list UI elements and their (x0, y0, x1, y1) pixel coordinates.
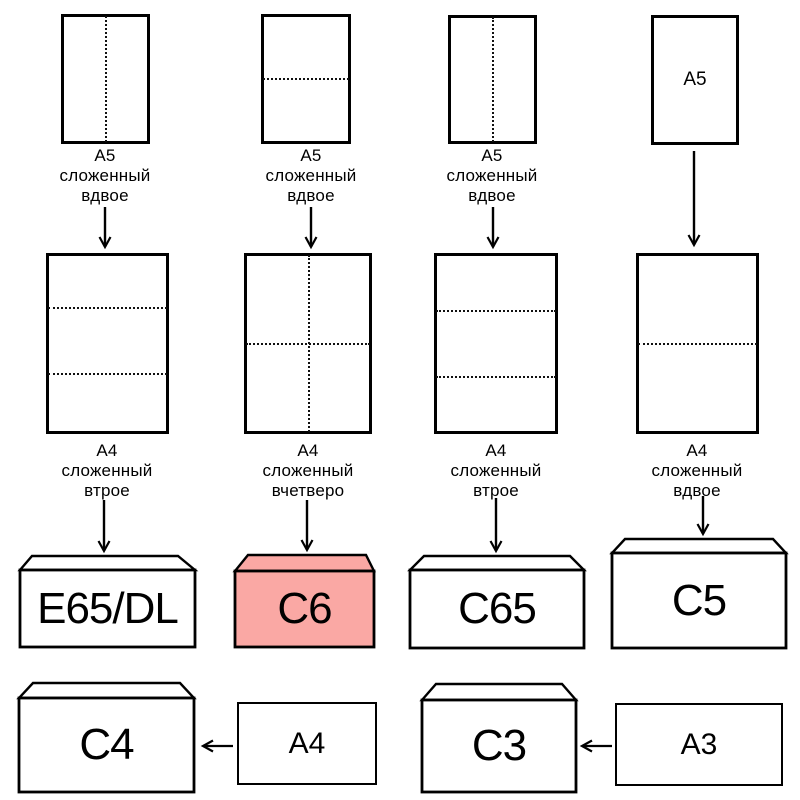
envelope-c6 (232, 553, 376, 649)
envelope-c4-flap (16, 681, 197, 700)
caption-line: вдвое (468, 186, 516, 205)
envelope-e65dl-body (18, 568, 197, 649)
caption-line: сложенный (262, 461, 354, 480)
caption-line: А5 (94, 146, 116, 165)
envelope-c5-label: C5 (671, 575, 727, 625)
caption-line: А4 (485, 441, 507, 460)
envelope-e65dl-label: E65/DL (37, 583, 179, 633)
a4-sheet-trifold-2 (434, 253, 558, 434)
envelope-c5-flap (609, 537, 789, 555)
envelope-c3 (419, 682, 579, 794)
a4-sheet-label: А4 (288, 726, 326, 760)
caption-a4-col2: А4 сложенный вчетверо (228, 441, 388, 501)
fold-line-horizontal (246, 343, 370, 345)
caption-line: сложенный (446, 166, 538, 185)
caption-line: сложенный (265, 166, 357, 185)
caption-a5-col2: А5 сложенный вдвое (231, 146, 391, 206)
fold-line-horizontal (638, 343, 757, 345)
envelope-c3-body (420, 698, 578, 794)
envelope-c6-body (233, 569, 376, 649)
a4-sheet-source: А4 (237, 702, 377, 785)
a5-sheet-plain: А5 (651, 15, 739, 145)
a5-sheet-vertical-fold-1 (61, 14, 150, 144)
envelope-e65dl-flap (17, 554, 199, 572)
a4-sheet-halffold (636, 253, 759, 434)
a4-sheet-quarterfold (244, 253, 372, 434)
caption-line: сложенный (450, 461, 542, 480)
envelope-c4-label: C4 (79, 720, 134, 769)
a3-sheet-source: А3 (615, 703, 783, 786)
caption-line: втрое (473, 481, 519, 500)
a3-sheet-label: А3 (680, 727, 718, 761)
caption-line: сложенный (59, 166, 151, 185)
envelope-e65dl (17, 554, 199, 649)
envelope-c65-label: C65 (458, 584, 537, 633)
caption-line: сложенный (651, 461, 743, 480)
fold-line-horizontal (263, 78, 349, 80)
envelope-c3-flap (419, 682, 579, 702)
fold-line-horizontal (48, 373, 167, 375)
envelope-c65 (407, 554, 587, 650)
fold-line-horizontal (436, 376, 556, 378)
caption-line: А4 (96, 441, 118, 460)
caption-line: вдвое (287, 186, 335, 205)
caption-line: А4 (297, 441, 319, 460)
a5-sheet-vertical-fold-2 (448, 15, 537, 144)
caption-a5-col3: А5 сложенный вдвое (412, 146, 572, 206)
envelope-c3-label: C3 (471, 721, 527, 770)
fold-line-vertical (492, 17, 494, 142)
envelope-c4 (16, 681, 197, 794)
caption-a4-col3: А4 сложенный втрое (416, 441, 576, 501)
caption-line: А5 (300, 146, 322, 165)
a5-sheet-label: А5 (683, 69, 707, 90)
caption-a4-col4: А4 сложенный вдвое (617, 441, 777, 501)
envelope-c6-label: C6 (277, 584, 332, 633)
a4-sheet-trifold-1 (46, 253, 169, 434)
caption-line: вчетверо (271, 481, 345, 500)
caption-a5-col1: А5 сложенный вдвое (25, 146, 185, 206)
envelope-c6-flap (232, 553, 376, 573)
caption-a4-col1: А4 сложенный втрое (27, 441, 187, 501)
caption-line: сложенный (61, 461, 153, 480)
caption-line: вдвое (81, 186, 129, 205)
envelope-c5-body (610, 551, 788, 650)
fold-line-horizontal (48, 307, 167, 309)
envelope-c65-flap (407, 554, 587, 572)
caption-line: А4 (686, 441, 708, 460)
caption-line: вдвое (673, 481, 721, 500)
fold-line-horizontal (436, 310, 556, 312)
envelope-c4-body (17, 696, 196, 794)
fold-line-vertical (105, 16, 107, 142)
envelope-c5 (609, 537, 789, 650)
caption-line: А5 (481, 146, 503, 165)
a5-sheet-horizontal-fold (261, 14, 351, 144)
envelope-c65-body (408, 568, 586, 650)
caption-line: втрое (84, 481, 130, 500)
